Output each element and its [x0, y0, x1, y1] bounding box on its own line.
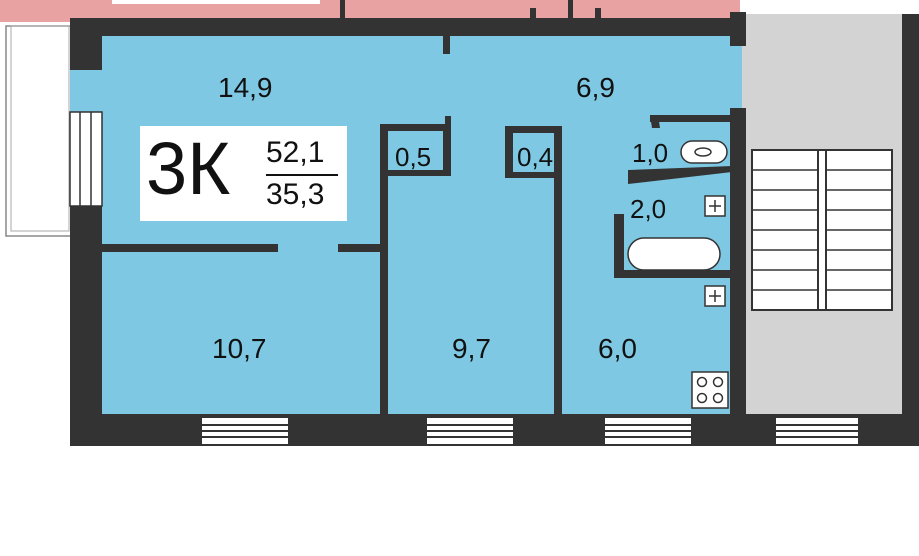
neighbor-edge-mark: [915, 205, 919, 225]
living-area-label: 35,3: [266, 178, 325, 211]
room-area-closet-2: 0,4: [517, 142, 554, 172]
wall-far-right: [902, 14, 919, 434]
window: [605, 418, 691, 444]
room-area-bedroom-1: 10,7: [212, 333, 267, 364]
closet-2-wall-right: [554, 126, 562, 224]
wall-top: [70, 18, 746, 36]
bathroom-wall-bottom: [614, 270, 732, 278]
wall-stub: [445, 116, 451, 126]
apartment-fill: [70, 30, 742, 420]
room-area-hall: 6,9: [576, 72, 615, 103]
closet-1-wall-top: [380, 124, 445, 131]
closet-2-wall-left: [505, 126, 513, 178]
total-area-label: 52,1: [266, 136, 325, 169]
room-area-bedroom-2: 9,7: [452, 333, 491, 364]
room-area-kitchen: 6,0: [598, 333, 637, 364]
stairwell-top-white: [742, 0, 902, 14]
stove-icon: [691, 371, 729, 409]
balcony-inner: [10, 25, 70, 232]
closet-1-wall-bottom: [388, 170, 451, 176]
neighbor-edge-mark: [915, 300, 919, 320]
apartment-badge: 3К 52,1 35,3: [140, 126, 347, 221]
kitchen-sink-icon-cross: [709, 290, 721, 302]
stove-burner: [696, 392, 708, 404]
fraction-line: [266, 174, 338, 176]
staircase: [751, 149, 893, 311]
closet-1-wall-right: [443, 124, 451, 176]
neighbor-edge-mark: [915, 370, 919, 390]
room-area-toilet: 1,0: [632, 138, 669, 168]
closet-1-wall-left: [380, 124, 388, 420]
partition-stub: [595, 8, 601, 22]
partition-stub: [340, 0, 345, 22]
wall-livingroom-bottom: [102, 244, 278, 252]
room-count-label: 3К: [146, 127, 231, 210]
balcony-door: [69, 111, 103, 207]
partition-stub: [530, 8, 536, 22]
sink-plus-icon-cross: [709, 200, 721, 212]
wall-right-lower: [730, 108, 746, 446]
wall-left: [70, 18, 102, 70]
neighbor-window: [112, 0, 320, 4]
balcony: [5, 25, 73, 237]
stove-burner: [712, 392, 724, 404]
toilet-wall-left: [650, 115, 660, 128]
closet-2-wall-bottom: [505, 172, 557, 178]
bathroom-wall-left: [614, 214, 624, 276]
toilet-wall-bottom: [628, 166, 732, 184]
wall-kitchen-left: [554, 216, 562, 420]
room-area-living-room: 14,9: [218, 72, 273, 103]
toilet-wall-top: [650, 115, 732, 122]
room-area-bathroom: 2,0: [630, 194, 667, 224]
toilet-bowl: [694, 147, 712, 157]
window: [427, 418, 513, 444]
neighbor-apartment-area: [0, 0, 740, 22]
closet-2-wall-top: [505, 126, 561, 133]
wall-left-lower: [70, 206, 102, 446]
neighbor-edge-mark: [915, 145, 919, 165]
bathtub: [627, 237, 721, 271]
wall-top-right-corner: [730, 12, 746, 32]
toilet-fixture: [680, 140, 728, 164]
partition-stub: [568, 0, 573, 22]
window: [202, 418, 288, 444]
window: [776, 418, 858, 444]
stove-burner: [712, 376, 724, 388]
room-area-closet-1: 0,5: [395, 142, 432, 172]
stove-burner: [696, 376, 708, 388]
wall-livingroom-bottom-right: [338, 244, 388, 252]
wall-stub-top: [443, 36, 450, 54]
